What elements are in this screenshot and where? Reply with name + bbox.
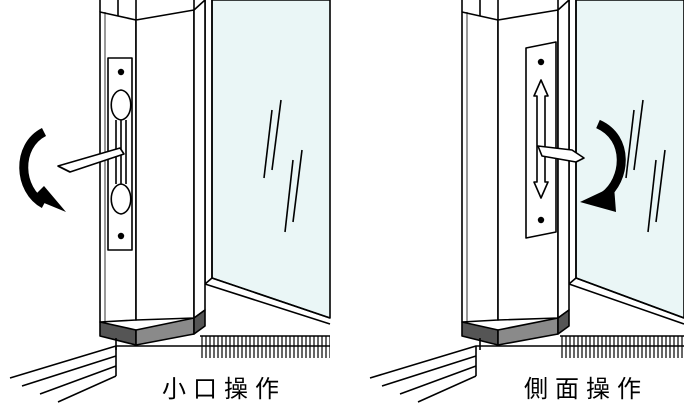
door-base-left: [99, 309, 206, 350]
lever-handle-right: [537, 145, 585, 163]
left-panel: [9, 0, 331, 403]
brush-seal-right: [560, 335, 684, 358]
lock-plate-right: [525, 41, 557, 239]
door-base-right: [461, 309, 570, 350]
glass-panel-right: [568, 0, 684, 325]
rotate-arrow-left-icon: [19, 127, 66, 212]
right-panel: [369, 0, 684, 403]
glass-panel-left: [204, 0, 331, 325]
caption-end-operation: 小口操作: [162, 375, 286, 403]
brush-seal-left: [200, 335, 330, 358]
lever-handle-left: [57, 147, 125, 173]
caption-side-operation: 側面操作: [524, 375, 648, 403]
rotate-arrow-right-icon: [580, 119, 626, 212]
